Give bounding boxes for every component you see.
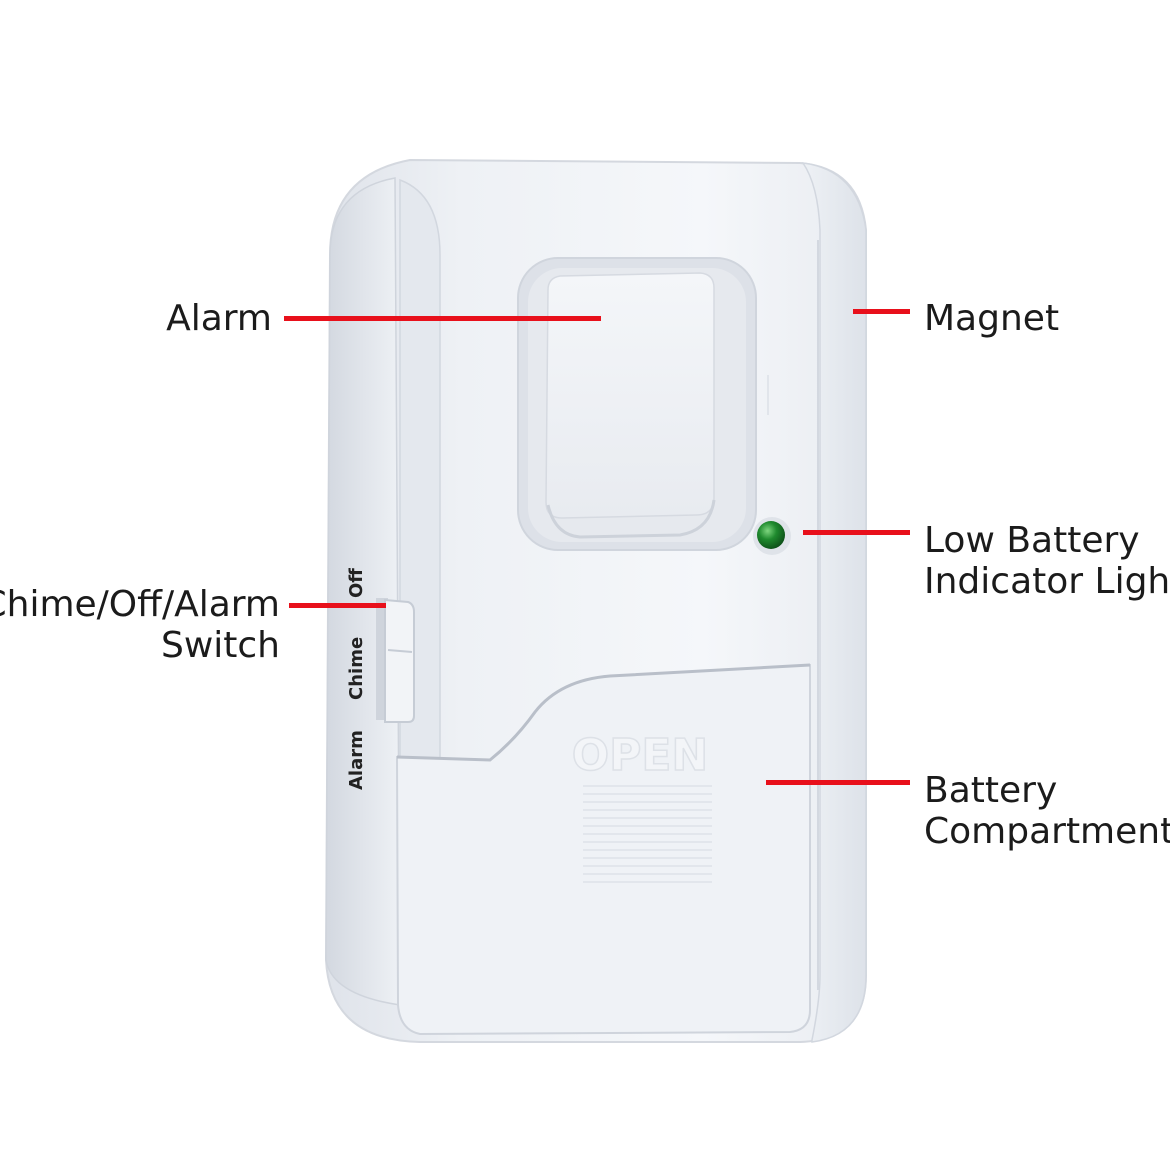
- switch-label-off: Off: [346, 568, 367, 598]
- leader-line-alarm: [284, 316, 601, 321]
- housing-left-side: [325, 177, 401, 1006]
- callout-alarm: Alarm: [166, 298, 272, 339]
- led-light: [757, 521, 785, 549]
- callout-low-battery-line-1: Low Battery: [924, 520, 1140, 561]
- switch-knob: [384, 598, 415, 723]
- switch-label-chime: Chime: [346, 637, 367, 700]
- callout-battery: Battery Compartment: [924, 770, 1170, 852]
- callout-magnet: Magnet: [924, 298, 1059, 339]
- low-battery-led: [753, 517, 791, 555]
- callout-switch-line-2: Switch: [160, 625, 280, 666]
- callout-switch-line-1: Chime/Off/Alarm: [0, 584, 280, 625]
- grip-lines: [583, 785, 712, 883]
- callout-battery-line-2: Compartment: [924, 811, 1170, 852]
- callout-low-battery-line-2: Indicator Light: [924, 561, 1170, 602]
- battery-cover-edge: [396, 663, 811, 762]
- callout-battery-line-1: Battery: [924, 770, 1058, 811]
- callout-alarm-line-1: Alarm: [166, 298, 272, 339]
- callout-magnet-line-1: Magnet: [924, 298, 1060, 339]
- mode-switch: Alarm Chime Off: [346, 568, 415, 790]
- callout-switch: Chime/Off/Alarm Switch: [0, 584, 280, 666]
- callout-low-battery: Low Battery Indicator Light: [924, 520, 1170, 602]
- switch-notch: [387, 649, 413, 653]
- magnet-strip: [801, 162, 867, 1043]
- alarm-button-face: [545, 272, 715, 519]
- open-label: OPEN: [572, 730, 709, 781]
- leader-line-battery: [766, 780, 910, 785]
- alarm-button: [517, 257, 757, 551]
- leader-line-magnet: [853, 309, 910, 314]
- leader-line-switch: [289, 603, 386, 608]
- leader-line-low-battery: [803, 530, 910, 535]
- alarm-button-shadow: [546, 499, 716, 539]
- battery-compartment: OPEN: [395, 663, 811, 1036]
- switch-label-alarm: Alarm: [346, 730, 367, 790]
